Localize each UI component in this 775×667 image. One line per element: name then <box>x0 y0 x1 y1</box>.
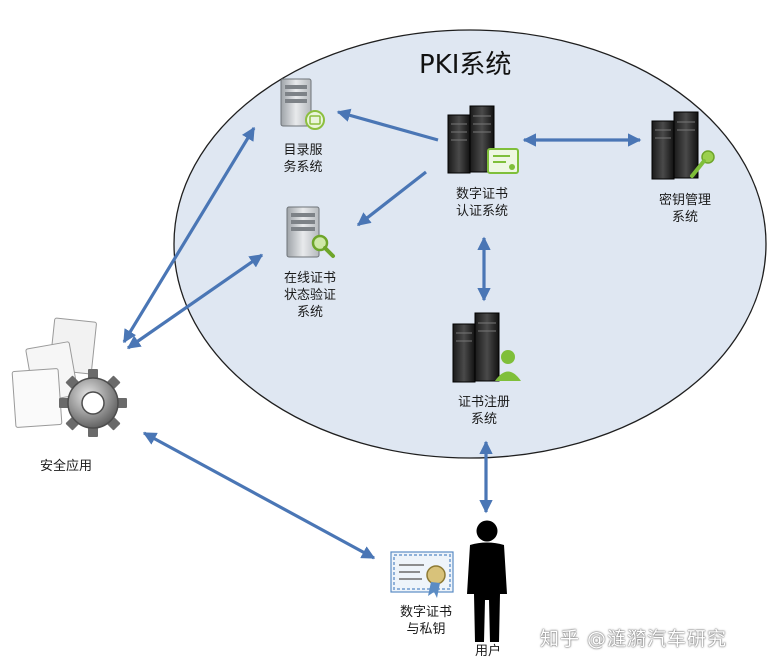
arrow-ca-to-ocsp <box>356 170 427 227</box>
directory-label-line2: 务系统 <box>283 160 323 175</box>
ocsp-label-line2: 状态验证 <box>283 288 336 303</box>
ra-server-icon <box>452 312 521 383</box>
kms-label-line2: 系统 <box>671 210 698 225</box>
user-person-icon <box>467 520 507 642</box>
connection-arrows <box>122 108 642 560</box>
arrow-ca-to-directory <box>336 108 439 142</box>
certificate-key-label: 数字证书 与私钥 <box>386 604 466 638</box>
directory-label-line1: 目录服 <box>283 143 323 158</box>
security-application-icon <box>11 317 127 437</box>
certificate-icon <box>390 551 454 598</box>
user-label: 用户 <box>474 644 501 659</box>
directory-server-icon <box>280 78 325 130</box>
directory-system-label: 目录服 务系统 <box>268 142 338 176</box>
ocsp-system-label: 在线证书 状态验证 系统 <box>270 270 350 321</box>
ca-system-label: 数字证书 认证系统 <box>442 186 522 220</box>
ca-label-line2: 认证系统 <box>455 204 508 219</box>
watermark-text: 知乎 @涟漪汽车研究 <box>540 628 728 650</box>
ra-label-line1: 证书注册 <box>457 395 510 410</box>
ocsp-server-icon <box>286 206 335 258</box>
ca-server-icon <box>447 105 519 174</box>
cert-label-line1: 数字证书 <box>399 605 452 620</box>
ra-system-label: 证书注册 系统 <box>444 394 524 428</box>
ca-label-line1: 数字证书 <box>455 187 508 202</box>
kms-system-label: 密钥管理 系统 <box>645 192 725 226</box>
ra-label-line2: 系统 <box>470 412 497 427</box>
arrow-ocsp-app <box>126 253 264 350</box>
kms-label-line1: 密钥管理 <box>658 193 711 208</box>
security-application-label: 安全应用 <box>39 459 92 474</box>
kms-server-icon <box>651 111 715 180</box>
cert-label-line2: 与私钥 <box>406 622 446 637</box>
ocsp-label-line1: 在线证书 <box>283 271 336 286</box>
pki-system-title: PKI系统 <box>419 50 512 80</box>
arrow-app-cert <box>142 431 376 560</box>
ocsp-label-line3: 系统 <box>296 305 323 320</box>
